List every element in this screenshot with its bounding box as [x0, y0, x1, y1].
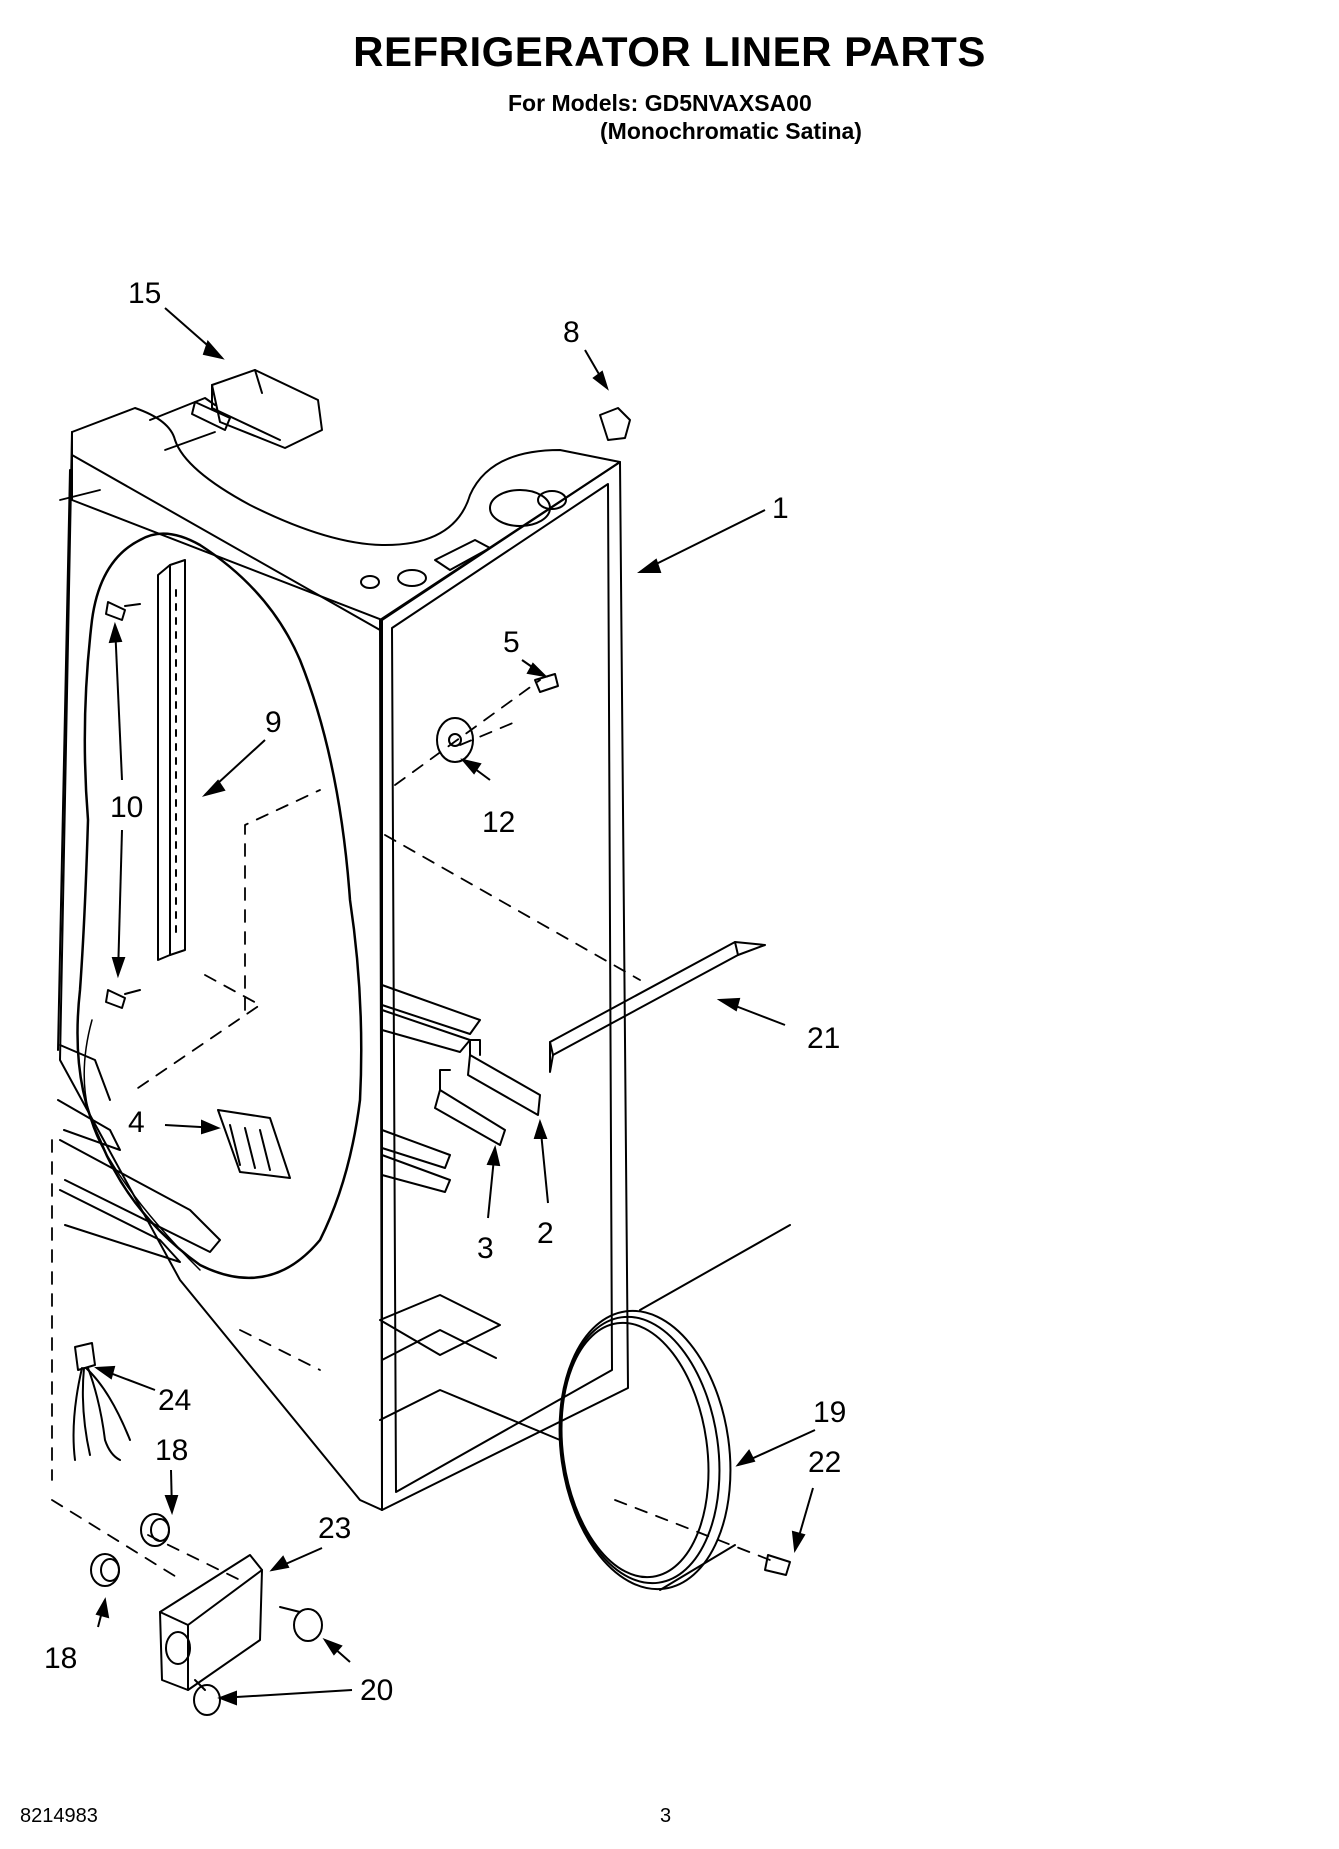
callout-18-lower: 18 [44, 1642, 77, 1675]
part-23-housing [159, 1554, 263, 1691]
part-12-bracket [436, 717, 474, 763]
callout-3: 3 [477, 1232, 494, 1265]
callout-22: 22 [808, 1446, 841, 1479]
models-line: For Models: GD5NVAXSA00 [508, 90, 812, 116]
callout-10: 10 [110, 791, 143, 824]
page-number: 3 [660, 1805, 672, 1827]
callout-23: 23 [318, 1512, 351, 1545]
part-22-screw [764, 1554, 791, 1576]
assembly-lines [51, 679, 771, 1581]
part-3-bracket [434, 1069, 506, 1146]
callout-2: 2 [537, 1217, 554, 1250]
part-8-clip [599, 407, 631, 441]
callout-4: 4 [128, 1106, 145, 1139]
liner-shell [57, 397, 629, 1511]
callout-15: 15 [128, 277, 161, 310]
callout-1: 1 [772, 492, 789, 525]
part-15-housing [191, 369, 323, 449]
part-5-screw [534, 673, 559, 693]
callout-20: 20 [360, 1674, 393, 1707]
part-2-bracket [467, 1039, 541, 1116]
callout-12: 12 [482, 806, 515, 839]
callout-8: 8 [563, 316, 580, 349]
wire-harness [76, 532, 363, 1280]
part-4-vent [217, 1109, 291, 1179]
callout-5: 5 [503, 626, 520, 659]
part-20-bulbs [193, 1606, 323, 1716]
callout-9: 9 [265, 706, 282, 739]
callout-19: 19 [813, 1396, 846, 1429]
callout-24: 24 [158, 1384, 191, 1417]
part-18-socket-lower [90, 1553, 120, 1587]
document-number: 8214983 [20, 1805, 98, 1827]
part-10-screws [105, 601, 141, 1009]
callout-21: 21 [807, 1022, 840, 1055]
page-title: REFRIGERATOR LINER PARTS [353, 28, 986, 75]
callout-18-upper: 18 [155, 1434, 188, 1467]
part-19-coil [558, 1224, 791, 1591]
part-21-rail [549, 941, 766, 1073]
part-24-harness [72, 1342, 131, 1461]
part-18-socket-upper [140, 1513, 170, 1547]
part-9-rail [157, 559, 186, 961]
callout-arrows [94, 307, 816, 1706]
models-subtitle: (Monochromatic Satina) [600, 118, 862, 144]
